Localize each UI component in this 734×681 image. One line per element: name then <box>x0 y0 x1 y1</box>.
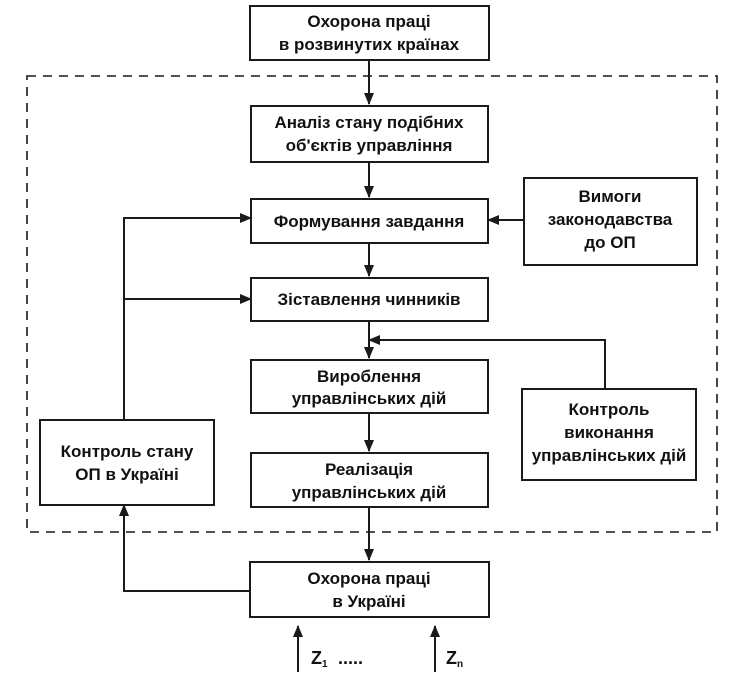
diagram-edges <box>119 60 606 672</box>
edge-bottom-to-state-control <box>119 504 250 592</box>
node-task-formation-line-1: Формування завдання <box>274 212 465 231</box>
system-boundary <box>26 75 718 533</box>
input-zn-label: Zn <box>446 648 463 670</box>
node-labor-protection-developed-line-2: в розвинутих країнах <box>279 35 460 54</box>
node-state-control-line-1: Контроль стану <box>61 442 194 461</box>
node-analysis: Аналіз стану подібних об'єктів управлінн… <box>250 105 489 163</box>
node-action-development: Вироблення управлінських дій <box>250 359 489 414</box>
input-z1-label: Z1 <box>311 648 328 670</box>
input-z1-symbol: Z <box>311 648 322 668</box>
diagram-nodes: Охорона праці в розвинутих країнах Аналі… <box>39 5 698 618</box>
node-action-development-line-1: Вироблення <box>317 367 421 386</box>
node-labor-protection-ukraine-line-1: Охорона праці <box>307 569 430 588</box>
node-analysis-line-1: Аналіз стану подібних <box>275 113 465 132</box>
external-inputs: Z1 ..... Zn <box>311 648 463 670</box>
edge-state-control-to-task <box>123 213 252 420</box>
node-labor-protection-developed-line-1: Охорона праці <box>307 12 430 31</box>
node-labor-protection-ukraine: Охорона праці в Україні <box>249 561 490 618</box>
node-labor-protection-ukraine-line-2: в Україні <box>332 592 405 611</box>
node-factor-comparison-line-1: Зіставлення чинників <box>277 290 460 309</box>
node-law-requirements: Вимоги законодавства до ОП <box>523 177 698 266</box>
node-execution-control-line-3: управлінських дій <box>532 446 687 465</box>
inputs-ellipsis: ..... <box>338 648 363 668</box>
node-factor-comparison: Зіставлення чинників <box>250 277 489 322</box>
node-law-requirements-line-1: Вимоги <box>579 187 642 206</box>
node-action-development-line-2: управлінських дій <box>292 389 447 408</box>
node-law-requirements-line-3: до ОП <box>584 233 635 252</box>
node-law-requirements-line-2: законодавства <box>548 210 673 229</box>
input-zn-symbol: Z <box>446 648 457 668</box>
node-task-formation: Формування завдання <box>250 198 489 244</box>
node-state-control: Контроль стану ОП в Україні <box>39 419 215 506</box>
input-zn-subscript: n <box>457 659 463 670</box>
input-z1-subscript: 1 <box>322 659 328 670</box>
node-execution-control-line-2: виконання <box>564 423 654 442</box>
node-execution-control: Контроль виконання управлінських дій <box>521 388 697 481</box>
node-action-implementation-line-1: Реалізація <box>325 460 413 479</box>
node-action-implementation-line-2: управлінських дій <box>292 483 447 502</box>
edge-exec-control-to-develop <box>368 335 606 389</box>
node-execution-control-line-1: Контроль <box>569 400 650 419</box>
node-action-implementation: Реалізація управлінських дій <box>250 452 489 508</box>
node-state-control-line-2: ОП в Україні <box>75 465 178 484</box>
node-analysis-line-2: об'єктів управління <box>286 136 453 155</box>
node-labor-protection-developed: Охорона праці в розвинутих країнах <box>249 5 490 61</box>
